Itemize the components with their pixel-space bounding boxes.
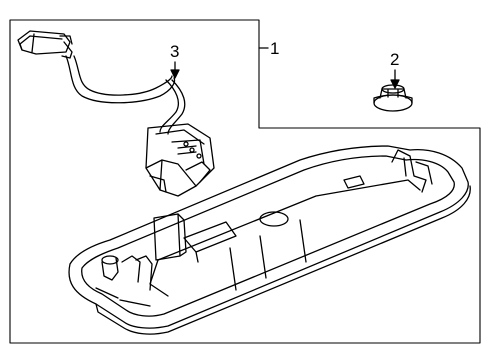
callout-2-arrowhead: [390, 79, 400, 89]
callout-1-label: 1: [270, 39, 279, 58]
wiring-harness: [17, 30, 215, 197]
flange-nut: [373, 84, 413, 112]
assembly-boundary: [9, 19, 481, 344]
callout-3-label: 3: [170, 42, 179, 61]
callout-2-label: 2: [390, 50, 399, 69]
callout-3-arrowhead: [170, 69, 180, 79]
lamp-housing: [68, 145, 471, 335]
